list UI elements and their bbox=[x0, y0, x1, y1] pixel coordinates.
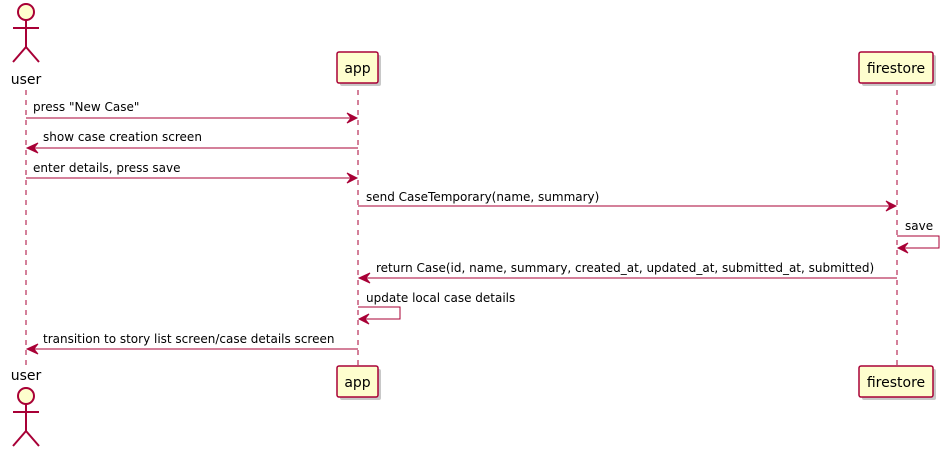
arrowhead-icon bbox=[896, 242, 909, 254]
message-label: send CaseTemporary(name, summary) bbox=[366, 190, 599, 204]
participant-label: app bbox=[344, 375, 370, 391]
participant-label: app bbox=[344, 61, 370, 77]
message-arrow: enter details, press save bbox=[26, 161, 359, 184]
message-label: enter details, press save bbox=[33, 161, 181, 175]
message-arrow: show case creation screen bbox=[25, 130, 358, 154]
participant-box bbox=[858, 365, 934, 398]
actor-user-bottom: user bbox=[11, 368, 42, 447]
participant-box bbox=[336, 365, 379, 398]
message-label: transition to story list screen/case det… bbox=[43, 332, 334, 346]
message-label: save bbox=[905, 219, 933, 233]
participant-firestore-bottom: firestore bbox=[858, 365, 936, 400]
actor-icon bbox=[12, 387, 40, 447]
arrowhead-icon bbox=[25, 142, 39, 154]
participant-label: firestore bbox=[867, 61, 925, 77]
message-arrow: send CaseTemporary(name, summary) bbox=[358, 190, 898, 212]
participant-label: user bbox=[11, 72, 42, 88]
message-arrow: press "New Case" bbox=[26, 100, 359, 124]
self-message-arrow: save bbox=[896, 219, 940, 254]
message-arrow: return Case(id, name, summary, created_a… bbox=[357, 261, 897, 284]
actor-user-top: user bbox=[11, 3, 42, 88]
arrowhead-icon bbox=[346, 172, 359, 184]
actor-icon bbox=[12, 3, 40, 63]
arrowhead-icon bbox=[25, 343, 39, 355]
participant-box bbox=[336, 51, 379, 84]
message-label: press "New Case" bbox=[33, 100, 139, 114]
participant-firestore-top: firestore bbox=[858, 51, 936, 86]
participant-app-bottom: app bbox=[336, 365, 381, 400]
participant-box bbox=[858, 51, 934, 84]
arrowhead-icon bbox=[346, 112, 359, 124]
participant-app-top: app bbox=[336, 51, 381, 86]
message-label: return Case(id, name, summary, created_a… bbox=[376, 261, 874, 275]
message-label: show case creation screen bbox=[43, 130, 202, 144]
arrowhead-icon bbox=[357, 272, 371, 284]
message-arrow: transition to story list screen/case det… bbox=[25, 332, 358, 355]
arrowhead-icon bbox=[357, 313, 370, 325]
participant-label: user bbox=[11, 368, 42, 384]
self-message-arrow: update local case details bbox=[357, 291, 515, 325]
participant-label: firestore bbox=[867, 375, 925, 391]
message-label: update local case details bbox=[366, 291, 515, 305]
arrowhead-icon bbox=[885, 200, 898, 212]
